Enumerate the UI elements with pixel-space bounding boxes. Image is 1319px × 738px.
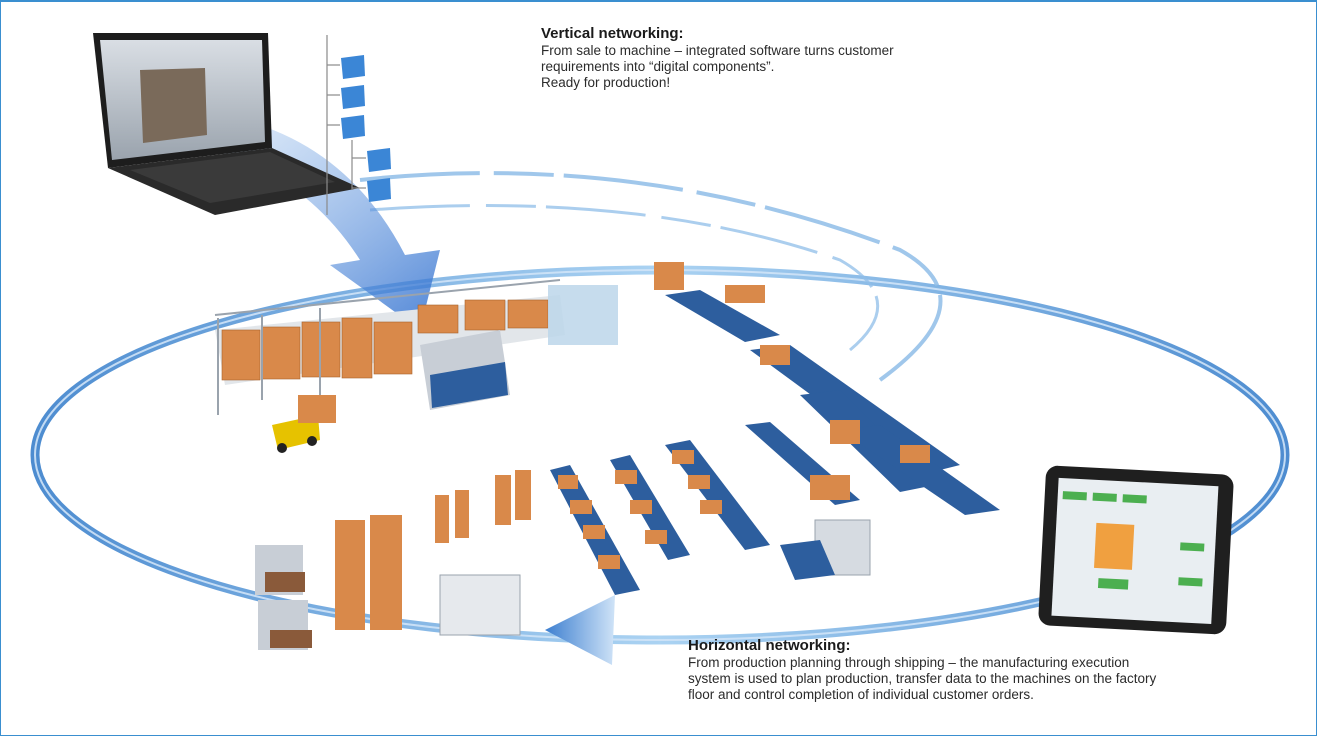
horizontal-arrow: [545, 595, 615, 665]
conveyor-line: [665, 290, 1000, 515]
folder-icon: [341, 55, 391, 202]
laptop-icon: [93, 33, 360, 215]
tablet-icon: [1038, 465, 1234, 635]
folder-tree: [326, 35, 366, 215]
vertical-networking-text-2: requirements into “digital components”.: [541, 59, 775, 74]
vertical-networking-text-1: From sale to machine – integrated softwa…: [541, 43, 894, 58]
horizontal-networking-text-1: From production planning through shippin…: [688, 655, 1130, 670]
saw-machine: [420, 285, 618, 410]
horizontal-networking-heading: Horizontal networking:: [688, 637, 851, 654]
storage-area: [214, 279, 565, 415]
vertical-networking-callout: Vertical networking: From sale to machin…: [541, 25, 1061, 91]
forklift-icon: [272, 395, 336, 453]
vertical-networking-text-3: Ready for production!: [541, 75, 671, 90]
vertical-arc-1: [359, 171, 943, 382]
horizontal-networking-callout: Horizontal networking: From production p…: [688, 637, 1319, 703]
horizontal-networking-text-2: system is used to plan production, trans…: [688, 671, 1157, 686]
conveyor-pallets: [654, 262, 930, 500]
shelving-rows: [435, 440, 770, 595]
workstations: [255, 515, 521, 650]
vertical-beam-arrow: [150, 110, 440, 330]
packaging-machine: [780, 519, 871, 580]
horizontal-networking-text-3: floor and control completion of individu…: [688, 687, 1034, 702]
vertical-networking-heading: Vertical networking:: [541, 25, 684, 42]
vertical-arc-2: [369, 204, 879, 352]
